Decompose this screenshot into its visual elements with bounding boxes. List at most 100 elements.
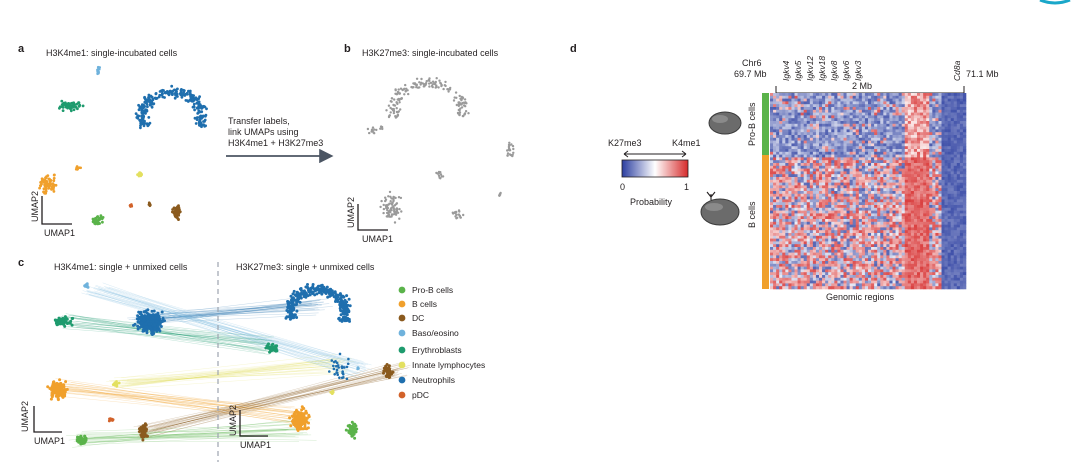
heatmap-cell [880,163,884,167]
heatmap-cell [953,193,958,197]
link-line [67,326,280,351]
heatmap-cell [950,137,955,141]
heatmap-cell [959,98,964,102]
heatmap-cell [785,95,789,99]
heatmap-cell [840,163,844,167]
heatmap-cell [785,193,789,197]
heatmap-cell [926,185,930,189]
heatmap-cell [913,137,918,141]
heatmap-cell [837,129,841,133]
umap-point [384,198,388,201]
heatmap-cell [923,177,927,181]
heatmap-cell [907,171,912,175]
heatmap-cell [843,109,847,113]
heatmap-cell [871,95,875,99]
heatmap-cell [846,126,850,130]
heatmap-cell [782,135,786,139]
heatmap-cell [895,174,899,178]
umap-point [456,111,460,115]
heatmap-cell [910,188,915,192]
link-line [121,359,333,383]
heatmap-cell [800,143,804,147]
heatmap-cell [944,115,948,119]
heatmap-cell [877,123,881,127]
umap-point [63,324,67,328]
heatmap-cell [794,93,798,97]
heatmap-cell [941,112,945,116]
heatmap-cell [800,168,804,172]
heatmap-cell [770,132,774,136]
heatmap-cell [828,185,832,189]
heatmap-cell [898,154,902,158]
heatmap-cell [819,199,823,203]
heatmap-cell [849,101,853,105]
umap-point [58,378,62,382]
heatmap-cell [846,137,850,141]
heatmap-cell [770,112,774,116]
umap-point [153,327,157,331]
heatmap-cell [886,101,890,105]
heatmap-cell [782,171,786,175]
heatmap-cell [788,174,792,178]
heatmap-cell [938,126,942,130]
umap-point [434,86,437,89]
heatmap-cell [864,149,869,153]
heatmap-cell [920,143,924,147]
umap-point [512,151,515,154]
heatmap-cell [806,115,811,119]
heatmap-cell [935,157,939,161]
heatmap-cell [852,193,857,197]
heatmap-cell [812,123,817,127]
heatmap-cell [886,193,890,197]
heatmap-cell [938,101,942,105]
heatmap-cell [910,154,915,158]
heatmap-cell [929,193,933,197]
umap-point [173,215,177,218]
heatmap-cell [806,188,811,192]
panel-c-title-left: H3K4me1: single + unmixed cells [54,262,188,272]
heatmap-cell [815,107,820,111]
heatmap-cell [855,151,860,155]
heatmap-cell [776,202,780,206]
heatmap-cell [779,129,783,133]
heatmap-cell [907,129,912,133]
heatmap-cell [831,165,835,169]
heatmap-cell [877,109,881,113]
heatmap-cell [843,205,847,209]
heatmap-cell [871,157,875,161]
umap-point [345,377,349,381]
heatmap-cell [917,93,921,97]
heatmap-cell [871,196,875,200]
link-line [49,391,303,413]
heatmap-cell [849,107,853,111]
heatmap-cell [828,95,832,99]
panel-b-ylabel: UMAP2 [346,197,356,228]
heatmap-cell [880,143,884,147]
heatmap-cell [852,121,857,125]
heatmap-cell [929,112,933,116]
heatmap-cell [874,191,878,195]
umap-point [395,202,399,205]
umap-point [393,98,396,101]
heatmap-cell [910,185,915,189]
heatmap-cell [917,179,921,183]
link-line [87,436,317,441]
heatmap-cell [837,168,841,172]
umap-point [76,167,80,171]
heatmap-cell [855,165,860,169]
heatmap-cell [877,157,881,161]
heatmap-cell [815,182,820,186]
heatmap-cell [920,126,924,130]
umap-point [302,295,306,299]
heatmap-cell [831,123,835,127]
heatmap-cell [926,93,930,97]
heatmap-cell [932,126,936,130]
heatmap-cell [929,95,933,99]
umap-point [425,80,428,83]
umap-point [200,110,204,114]
heatmap-cell [938,115,942,119]
heatmap-cell [923,160,927,164]
heatmap-cell [800,104,804,108]
heatmap-cell [941,191,945,195]
heatmap-cell [920,107,924,111]
